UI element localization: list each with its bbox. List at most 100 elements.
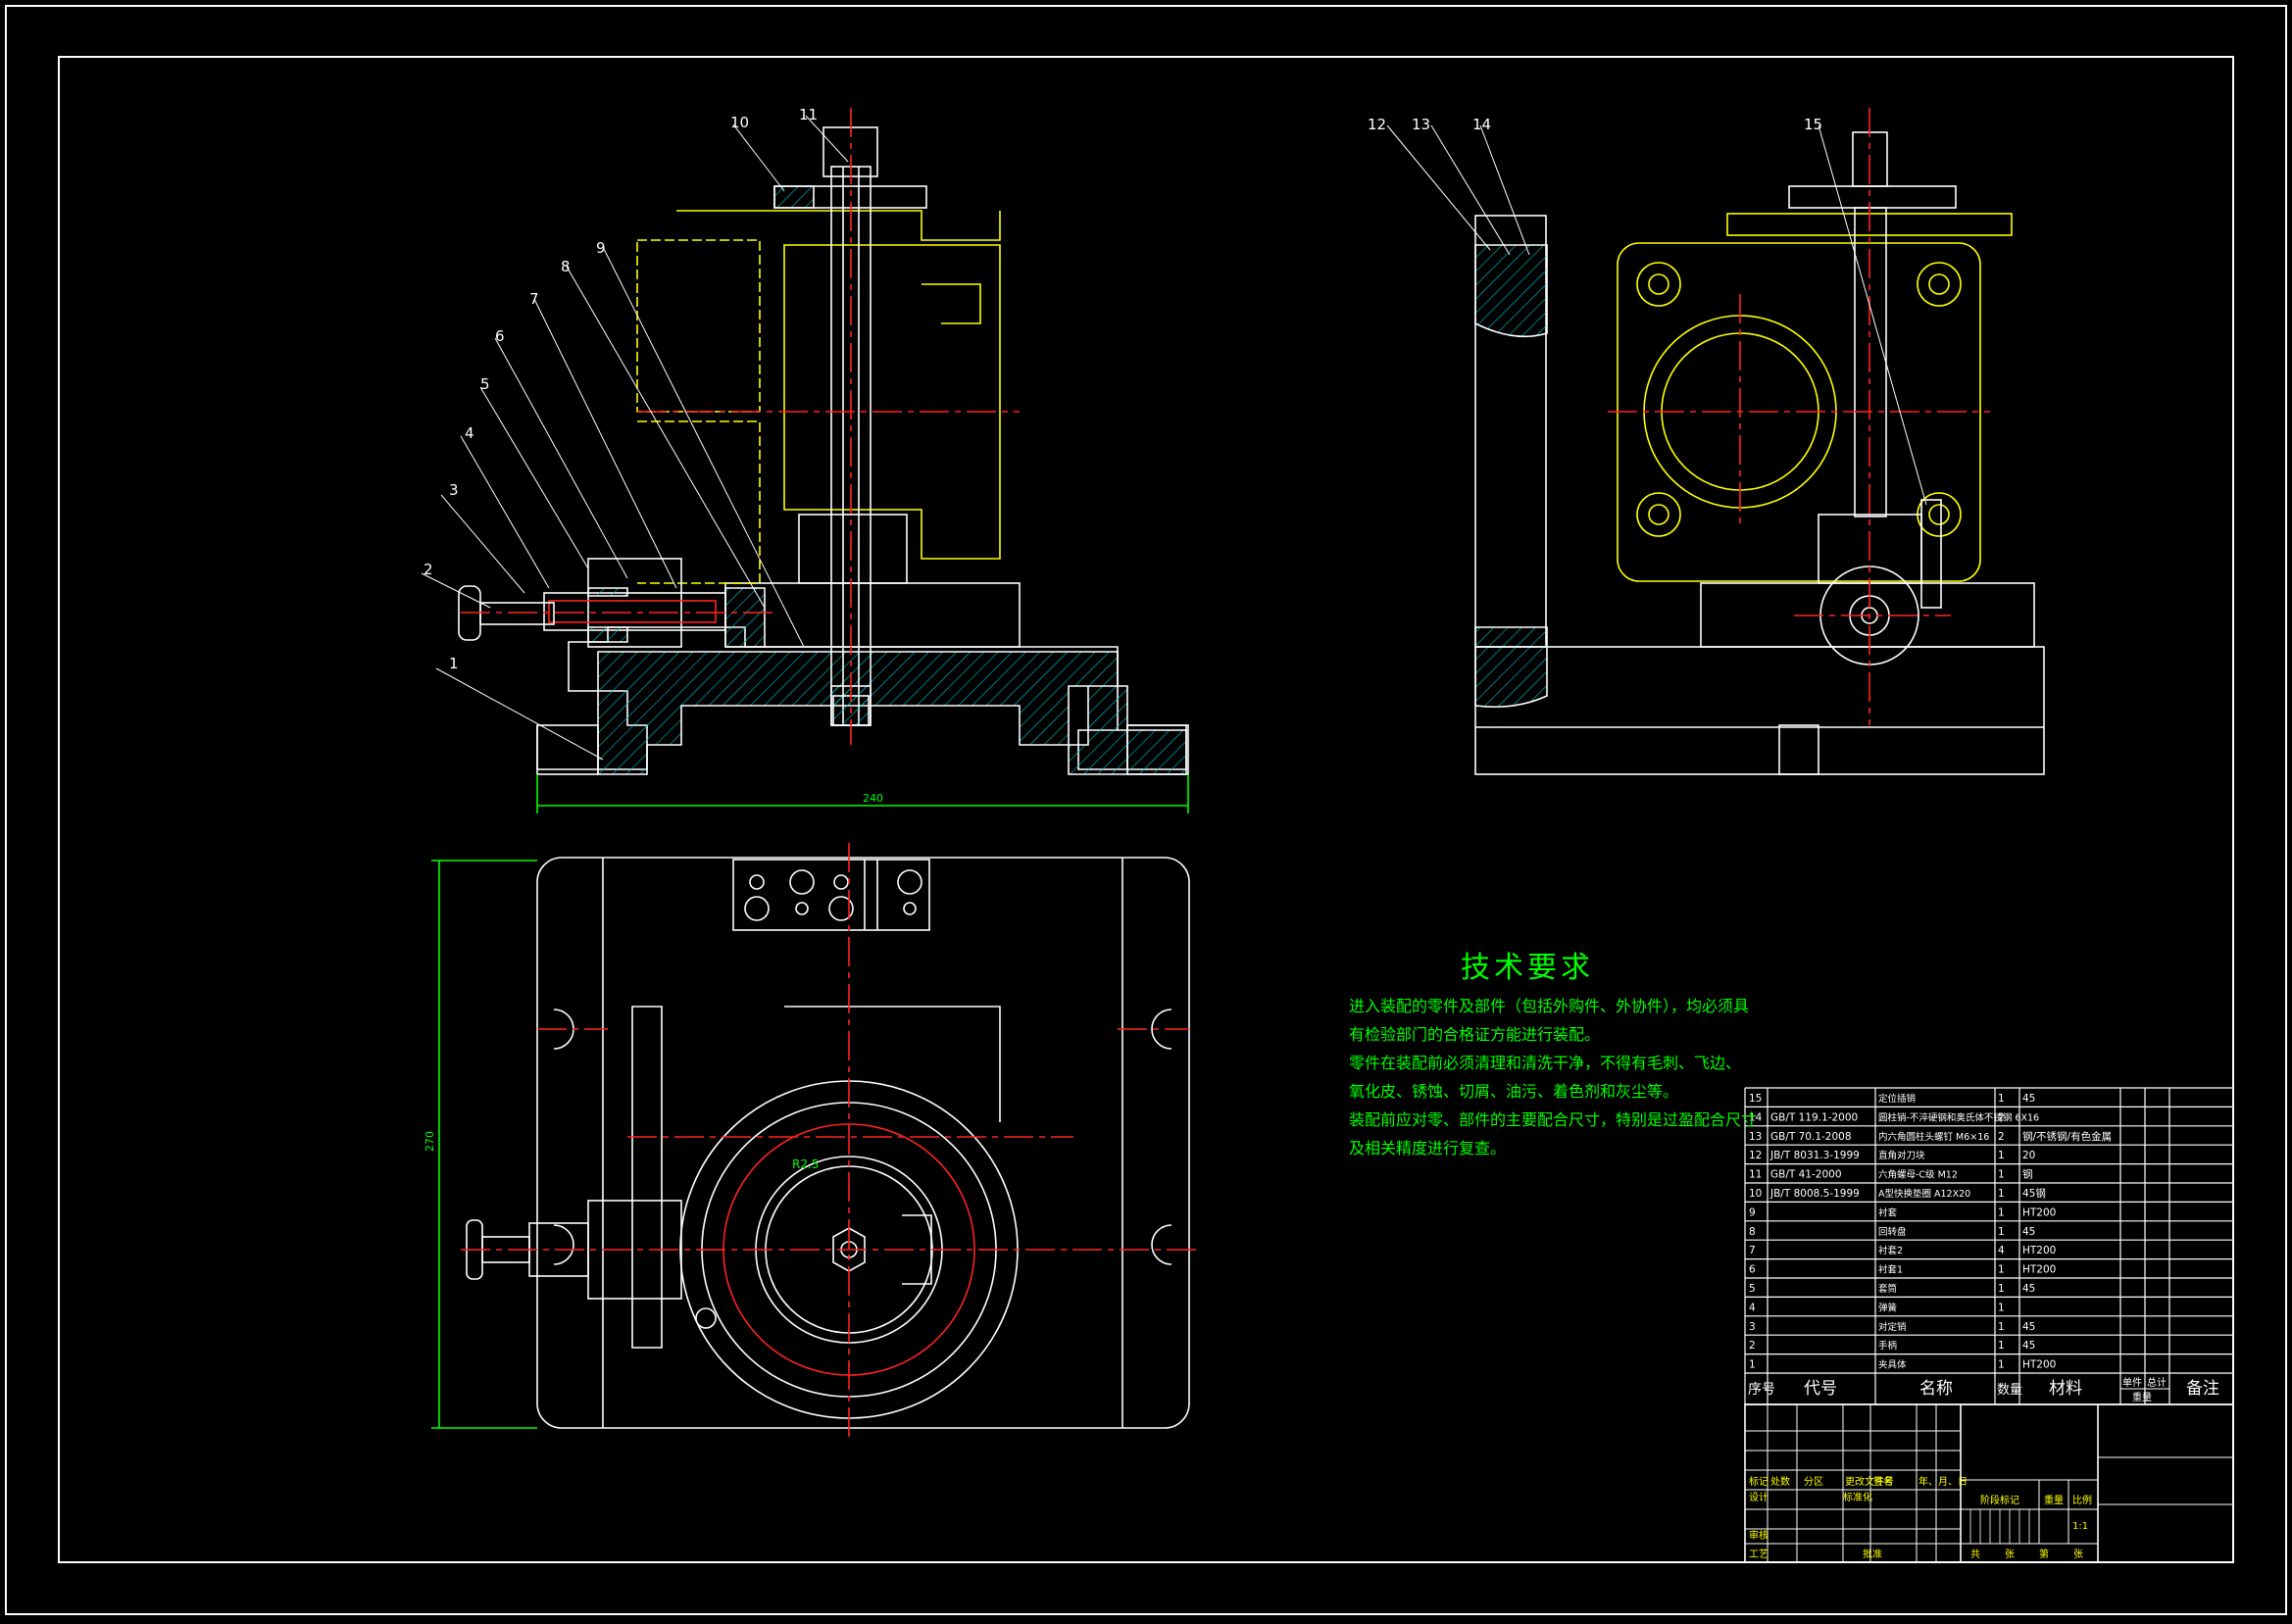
- bom-cell: 2: [1749, 1340, 1756, 1352]
- bom-cell: 1: [1998, 1188, 2005, 1200]
- bom-cell: 1: [1998, 1226, 2005, 1238]
- bom-cell: 1: [1998, 1340, 2005, 1352]
- bom-cell: 10: [1749, 1188, 1762, 1200]
- bom-cell: HT200: [2022, 1264, 2056, 1276]
- bom-cell: 20: [2022, 1150, 2035, 1161]
- bom-cell: 11: [1749, 1169, 1762, 1181]
- tech-req-line-1: 进入装配的零件及部件（包括外购件、外协件），均必须具: [1349, 997, 1750, 1015]
- bom-cell: 45: [2022, 1226, 2035, 1238]
- inner-frame: [58, 56, 2234, 1563]
- bom-cell: HT200: [2022, 1206, 2056, 1218]
- balloon-14: 14: [1472, 116, 1491, 133]
- bom-cell: HT200: [2022, 1245, 2056, 1256]
- tech-req-line-3: 零件在装配前必须清理和清洗干净，不得有毛刺、飞边、: [1349, 1054, 1742, 1072]
- bom-cell: 45: [2022, 1283, 2035, 1295]
- bom-cell: 1: [1749, 1359, 1756, 1371]
- tech-req-line-2: 有检验部门的合格证方能进行装配。: [1349, 1025, 1601, 1044]
- title-block-label: 分区: [1804, 1476, 1823, 1488]
- bom-cell: 六角螺母-C级 M12: [1878, 1169, 1958, 1181]
- bom-cell: 7: [1749, 1245, 1756, 1256]
- bom-cell: 直角对刀块: [1878, 1150, 1925, 1161]
- bom-cell: 钢/不锈钢/有色金属: [2022, 1130, 2112, 1143]
- bom-cell: 5: [1749, 1283, 1756, 1295]
- bom-cell: 内六角圆柱头螺钉 M6×16: [1878, 1131, 1989, 1143]
- tech-req-title: 技术要求: [1461, 951, 1594, 985]
- bom-cell: 套筒: [1878, 1283, 1897, 1295]
- title-block-text: 共: [1970, 1549, 1980, 1560]
- bom-cell: 手柄: [1878, 1340, 1897, 1352]
- bom-cell: 1: [1998, 1169, 2005, 1181]
- title-block-text: 张: [2073, 1549, 2083, 1560]
- balloon-6: 6: [495, 327, 505, 345]
- title-block-text: 1:1: [2072, 1521, 2088, 1532]
- title-block-label: 处数: [1770, 1475, 1790, 1488]
- balloon-10: 10: [730, 114, 749, 131]
- outer-frame: [5, 5, 2287, 1615]
- title-block: 标记处数分区更改文件号签名年、月、日设计标准化审核工艺批准阶段标记重量比例1:1…: [1744, 1403, 2234, 1563]
- balloon-7: 7: [529, 290, 539, 308]
- dim-base-depth: 270: [424, 1131, 436, 1152]
- bom-header-cell: 序号: [1748, 1382, 1775, 1398]
- bom-cell: 4: [1749, 1302, 1756, 1313]
- bom-cell: 圆柱销-不淬硬钢和奥氏体不锈钢 6X16: [1878, 1111, 2039, 1123]
- bom-cell: 衬套2: [1878, 1245, 1903, 1256]
- title-block-label: 更改文件号: [1845, 1475, 1894, 1488]
- title-block-label: 年、月、日: [1918, 1475, 1968, 1488]
- bom-cell: 回转盘: [1878, 1226, 1907, 1238]
- balloon-9: 9: [596, 239, 606, 257]
- title-block-text: 比例: [2072, 1494, 2092, 1506]
- bom-cell: GB/T 119.1-2000: [1770, 1111, 1858, 1123]
- bom-cell: 2: [1998, 1131, 2005, 1143]
- bom-cell: 1: [1998, 1321, 2005, 1333]
- bom-cell: HT200: [2022, 1359, 2056, 1371]
- bom-cell: 4: [1998, 1245, 2005, 1256]
- bom-cell: 8: [1749, 1226, 1756, 1238]
- bom-header-cell: 数量: [1997, 1383, 2022, 1398]
- bom-cell: 6: [1749, 1264, 1756, 1276]
- index-pin-housing: [587, 558, 682, 648]
- title-block-text: 批准: [1863, 1548, 1882, 1560]
- balloon-15: 15: [1804, 116, 1822, 133]
- bom-cell: 1: [1998, 1283, 2005, 1295]
- title-block-label: 标记: [1749, 1476, 1769, 1488]
- top-view: 270 R2.5: [424, 843, 1196, 1441]
- bom-cell: 1: [1998, 1359, 2005, 1371]
- dim-radius: R2.5: [792, 1157, 819, 1171]
- title-block-text: 设计: [1749, 1491, 1769, 1503]
- bom-header-cell: 材料: [2049, 1379, 2082, 1399]
- bom-cell: 45: [2022, 1321, 2035, 1333]
- bom-cell: 14: [1749, 1111, 1763, 1123]
- bom-cell: JB/T 8008.5-1999: [1769, 1188, 1860, 1200]
- front-view: 240 1 2 3 4 5 6 7 8 9 10 11: [421, 106, 1189, 813]
- bom-cell: 衬套: [1878, 1206, 1898, 1218]
- bom-cell: GB/T 41-2000: [1770, 1169, 1842, 1181]
- bom-cell: A型快换垫圈 A12X20: [1878, 1188, 1970, 1200]
- bom-cell: 钢: [2022, 1168, 2033, 1181]
- bom-header-cell: 名称: [1919, 1379, 1953, 1399]
- dim-base-width: 240: [863, 792, 883, 805]
- bom-cell: 定位插销: [1878, 1093, 1917, 1105]
- bom-cell: 9: [1749, 1206, 1756, 1218]
- bom-header-cell: 单件: [2122, 1377, 2142, 1389]
- balloon-2: 2: [424, 561, 433, 578]
- bom-cell: 45: [2022, 1093, 2035, 1105]
- bom-cell: JB/T 8031.3-1999: [1769, 1150, 1860, 1161]
- title-block-text: 标准化: [1843, 1491, 1872, 1503]
- tech-req-line-5: 装配前应对零、部件的主要配合尺寸，特别是过盈配合尺寸: [1349, 1110, 1758, 1129]
- title-block-text: 重量: [2044, 1494, 2064, 1506]
- bom-cell: 2: [1998, 1111, 2005, 1123]
- title-block-text: 第: [2039, 1548, 2049, 1560]
- bom-cell: 13: [1749, 1131, 1762, 1143]
- title-block-text: 阶段标记: [1980, 1494, 2019, 1506]
- bom-cell: 夹具体: [1878, 1359, 1907, 1371]
- title-block-text: 工艺: [1749, 1549, 1769, 1560]
- bom-header-cell: 总计: [2147, 1376, 2167, 1389]
- bom-cell: GB/T 70.1-2008: [1770, 1131, 1852, 1143]
- tech-req-line-6: 及相关精度进行复查。: [1349, 1139, 1507, 1157]
- title-block-text: 审核: [1749, 1529, 1769, 1542]
- bom-header-cell: 备注: [2186, 1379, 2219, 1399]
- bom-cell: 3: [1749, 1321, 1756, 1333]
- bom-cell: 1: [1998, 1150, 2005, 1161]
